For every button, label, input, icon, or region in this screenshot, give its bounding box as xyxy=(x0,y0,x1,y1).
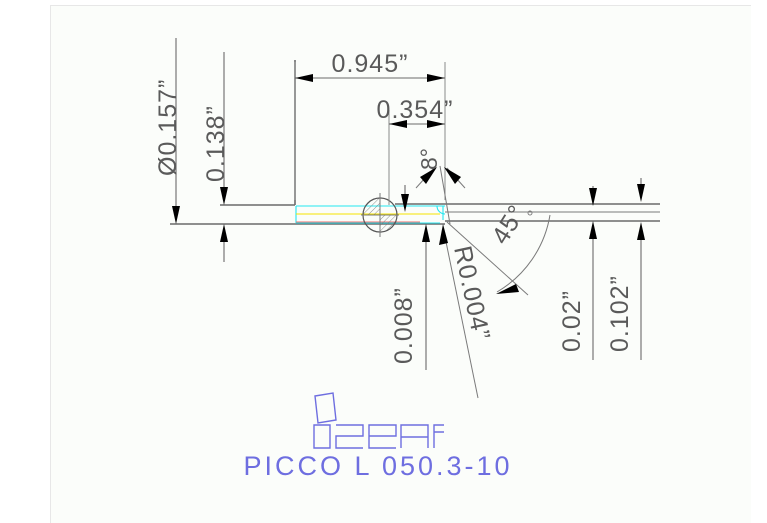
dimension-diameter: Ø0.157” xyxy=(154,38,182,224)
logo-letter-a xyxy=(400,424,429,448)
head-length-arrow-right xyxy=(427,120,445,128)
small-offset-arrow-down xyxy=(589,188,597,206)
clearance-angle-arrow-right xyxy=(444,167,461,184)
diameter-label: Ø0.157” xyxy=(154,79,182,176)
tip-width-label: 0.008” xyxy=(390,287,418,364)
dimension-tip-width: 0.008” xyxy=(390,185,430,370)
overall-length-arrow-right xyxy=(427,74,445,82)
shank-height-arrow-up xyxy=(637,222,645,240)
logo-letter-c xyxy=(368,424,397,449)
tip-width-arrow-up-right xyxy=(422,224,430,242)
small-offset-label: 0.02” xyxy=(558,290,586,352)
logo-accent-mark xyxy=(314,392,337,424)
part-number-label: PICCO L 050.3-10 xyxy=(243,451,512,481)
head-length-arrow-left xyxy=(389,120,407,128)
logo-letter-i xyxy=(313,424,331,449)
logo-letter-r xyxy=(433,424,444,448)
height-offset-arrow-down xyxy=(220,187,228,205)
corner-radius-arrow xyxy=(439,224,448,245)
dimension-clearance-angle: 8° xyxy=(415,148,466,225)
tool-body-geometry xyxy=(170,60,660,225)
height-offset-arrow-up xyxy=(220,224,228,242)
corner-radius-label: R0.004” xyxy=(448,243,495,343)
logo-letter-s xyxy=(335,424,364,449)
iscar-logo xyxy=(313,392,444,449)
chamfer-angle-arc xyxy=(496,214,551,293)
dimension-overall-length: 0.945” xyxy=(294,50,446,200)
dimension-corner-radius: R0.004” xyxy=(439,224,495,399)
head-length-label: 0.354” xyxy=(377,96,454,124)
cyan-tip-detail xyxy=(430,205,444,220)
dimension-shank-height: 0.102” xyxy=(606,178,645,360)
overall-length-arrow-left xyxy=(295,74,313,82)
small-offset-arrow-up xyxy=(589,221,597,239)
dimension-height-offset: 0.138” xyxy=(202,52,230,262)
clearance-angle-ref-line xyxy=(439,165,451,225)
chamfer-angle-vertex-dot xyxy=(527,210,533,216)
height-offset-label: 0.138” xyxy=(202,105,230,182)
section-circle-group xyxy=(361,193,399,237)
tip-width-arrow-down xyxy=(401,194,409,212)
clearance-angle-arrow-left xyxy=(420,167,437,184)
corner-radius-leader xyxy=(443,231,479,399)
dimension-small-offset: 0.02” xyxy=(558,186,597,360)
overall-length-label: 0.945” xyxy=(332,50,409,78)
chamfer-angle-leader xyxy=(446,221,529,296)
dimension-head-length: 0.354” xyxy=(377,96,454,205)
chamfer-angle-arrow xyxy=(496,284,519,294)
cyan-tip-arc xyxy=(436,205,446,215)
chamfer-angle-label: 45° xyxy=(486,200,531,249)
clearance-angle-label: 8° xyxy=(416,148,442,170)
shank-height-arrow-down xyxy=(637,184,645,202)
diameter-arrow-down xyxy=(172,206,180,224)
shank-height-label: 0.102” xyxy=(606,275,634,352)
